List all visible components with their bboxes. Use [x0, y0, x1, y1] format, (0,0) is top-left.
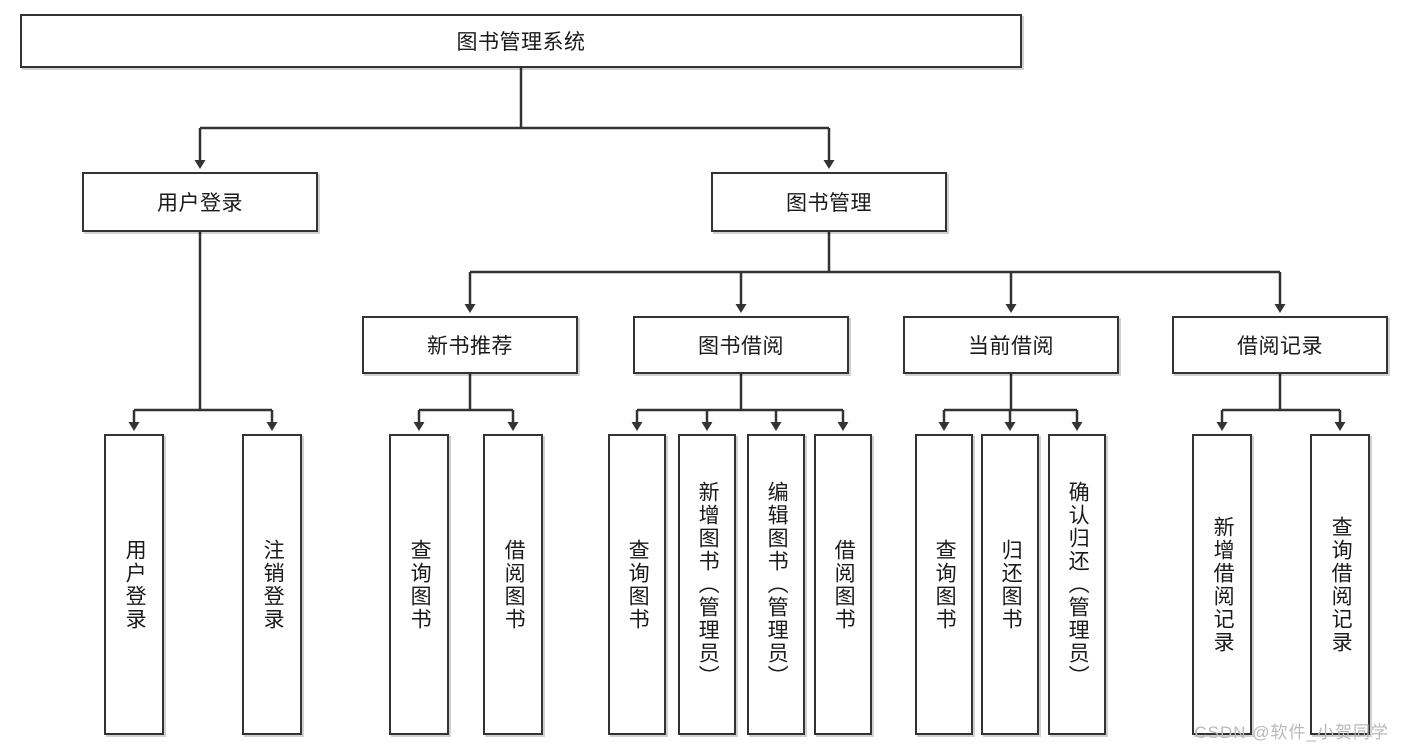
node-label: 当前借阅 [968, 335, 1054, 358]
node-leaf-add-record[interactable]: 新增借阅记录 [1192, 434, 1252, 735]
node-label: 图书借阅 [698, 335, 784, 358]
node-leaf-query-book-1[interactable]: 查询图书 [389, 434, 449, 735]
node-book-manage[interactable]: 图书管理 [711, 172, 947, 232]
node-label: 查询图书 [408, 538, 432, 631]
node-label: 新书推荐 [427, 335, 513, 358]
node-label: 查询借阅记录 [1329, 515, 1353, 654]
node-leaf-borrow-book-2[interactable]: 借阅图书 [814, 434, 872, 735]
node-label: 编辑图书（管理员） [765, 481, 789, 688]
node-label: 新增图书（管理员） [696, 481, 720, 688]
node-label: 查询图书 [626, 538, 650, 631]
node-borrow-record[interactable]: 借阅记录 [1172, 316, 1388, 374]
node-user-login[interactable]: 用户登录 [82, 172, 318, 232]
node-leaf-user-login[interactable]: 用户登录 [104, 434, 164, 735]
node-leaf-add-book[interactable]: 新增图书（管理员） [678, 434, 736, 735]
node-label: 借阅记录 [1237, 335, 1323, 358]
node-leaf-confirm-return[interactable]: 确认归还（管理员） [1048, 434, 1106, 735]
node-leaf-query-record[interactable]: 查询借阅记录 [1310, 434, 1370, 735]
node-label: 查询图书 [933, 538, 957, 631]
node-leaf-edit-book[interactable]: 编辑图书（管理员） [747, 434, 805, 735]
node-leaf-logout[interactable]: 注销登录 [242, 434, 302, 735]
node-label: 图书管理 [786, 192, 872, 215]
node-label: 用户登录 [123, 538, 147, 631]
node-leaf-borrow-book-1[interactable]: 借阅图书 [483, 434, 543, 735]
node-label: 确认归还（管理员） [1066, 481, 1090, 688]
node-label: 注销登录 [261, 538, 285, 631]
node-label: 图书管理系统 [456, 31, 586, 54]
node-new-book-rec[interactable]: 新书推荐 [362, 316, 578, 374]
node-leaf-query-book-3[interactable]: 查询图书 [915, 434, 973, 735]
node-label: 借阅图书 [502, 538, 526, 631]
node-label: 新增借阅记录 [1211, 515, 1235, 654]
node-label: 用户登录 [157, 192, 243, 215]
node-root[interactable]: 图书管理系统 [20, 14, 1022, 68]
node-book-borrow[interactable]: 图书借阅 [633, 316, 849, 374]
node-leaf-return-book[interactable]: 归还图书 [981, 434, 1039, 735]
node-label: 借阅图书 [832, 538, 856, 631]
node-leaf-query-book-2[interactable]: 查询图书 [608, 434, 666, 735]
node-label: 归还图书 [999, 538, 1023, 631]
node-current-borrow[interactable]: 当前借阅 [903, 316, 1119, 374]
